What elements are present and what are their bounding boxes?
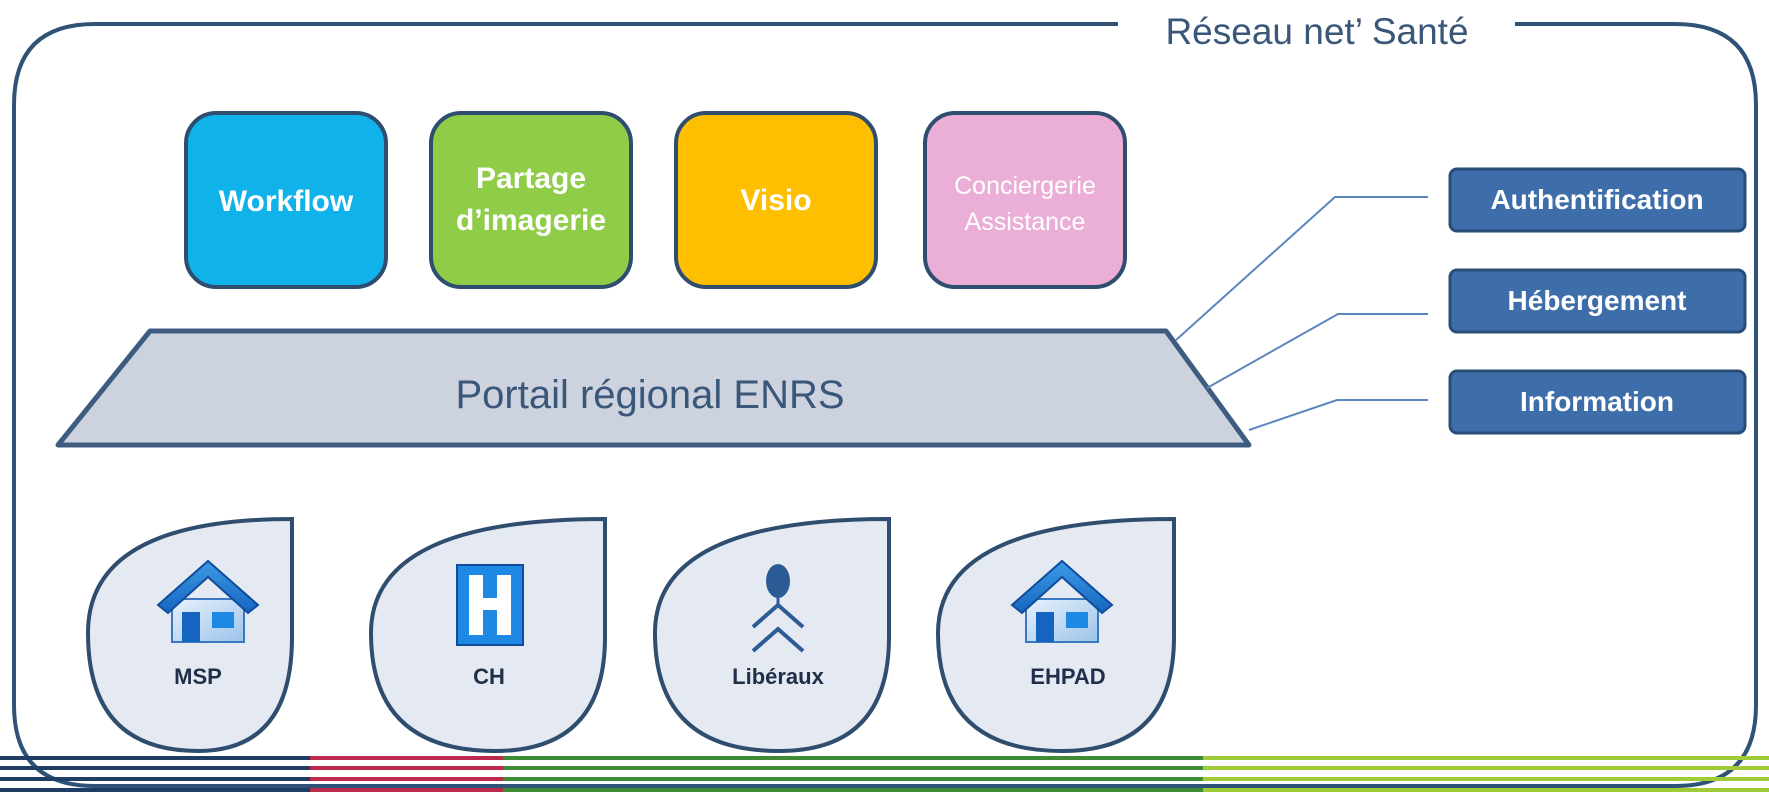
portal-label: Portail régional ENRS [455, 373, 844, 417]
side-box-label: Hébergement [1508, 285, 1687, 316]
decorative-stripes [0, 756, 1769, 792]
side-box-hosting: Hébergement [1448, 268, 1747, 334]
actor-liberaux: Libéraux [652, 516, 891, 754]
actor-ch: CH [368, 516, 607, 754]
connector-line [1206, 313, 1428, 389]
actor-label: MSP [174, 664, 222, 689]
actor-label: CH [473, 664, 505, 689]
person-icon [751, 564, 805, 653]
service-label: Conciergerie [954, 172, 1096, 200]
actor-label: EHPAD [1030, 664, 1105, 689]
frame-title: Réseau net’ Santé [1165, 11, 1468, 52]
side-box-label: Authentification [1490, 184, 1703, 215]
side-box-label: Information [1520, 386, 1674, 417]
house-icon [1010, 559, 1114, 643]
service-label: Partage [476, 162, 586, 195]
side-box-information: Information [1448, 369, 1747, 435]
service-label: Assistance [965, 208, 1086, 236]
network-frame [12, 22, 1758, 788]
connector-line [1175, 196, 1428, 341]
portal-band [55, 328, 1252, 448]
service-concierge: Conciergerie Assistance [923, 111, 1127, 289]
service-label: Workflow [219, 185, 354, 218]
actor-ehpad: EHPAD [935, 516, 1176, 754]
service-imaging-sharing: Partage d’imagerie [429, 111, 633, 289]
service-visio: Visio [674, 111, 878, 289]
actor-msp: MSP [85, 516, 294, 754]
side-box-authentication: Authentification [1448, 167, 1747, 233]
service-label: Visio [740, 184, 811, 217]
actor-label: Libéraux [732, 664, 824, 689]
hospital-icon [456, 564, 524, 646]
service-label: d’imagerie [456, 204, 606, 237]
house-icon [156, 559, 260, 643]
service-workflow: Workflow [184, 111, 388, 289]
connector-line [1248, 399, 1428, 431]
